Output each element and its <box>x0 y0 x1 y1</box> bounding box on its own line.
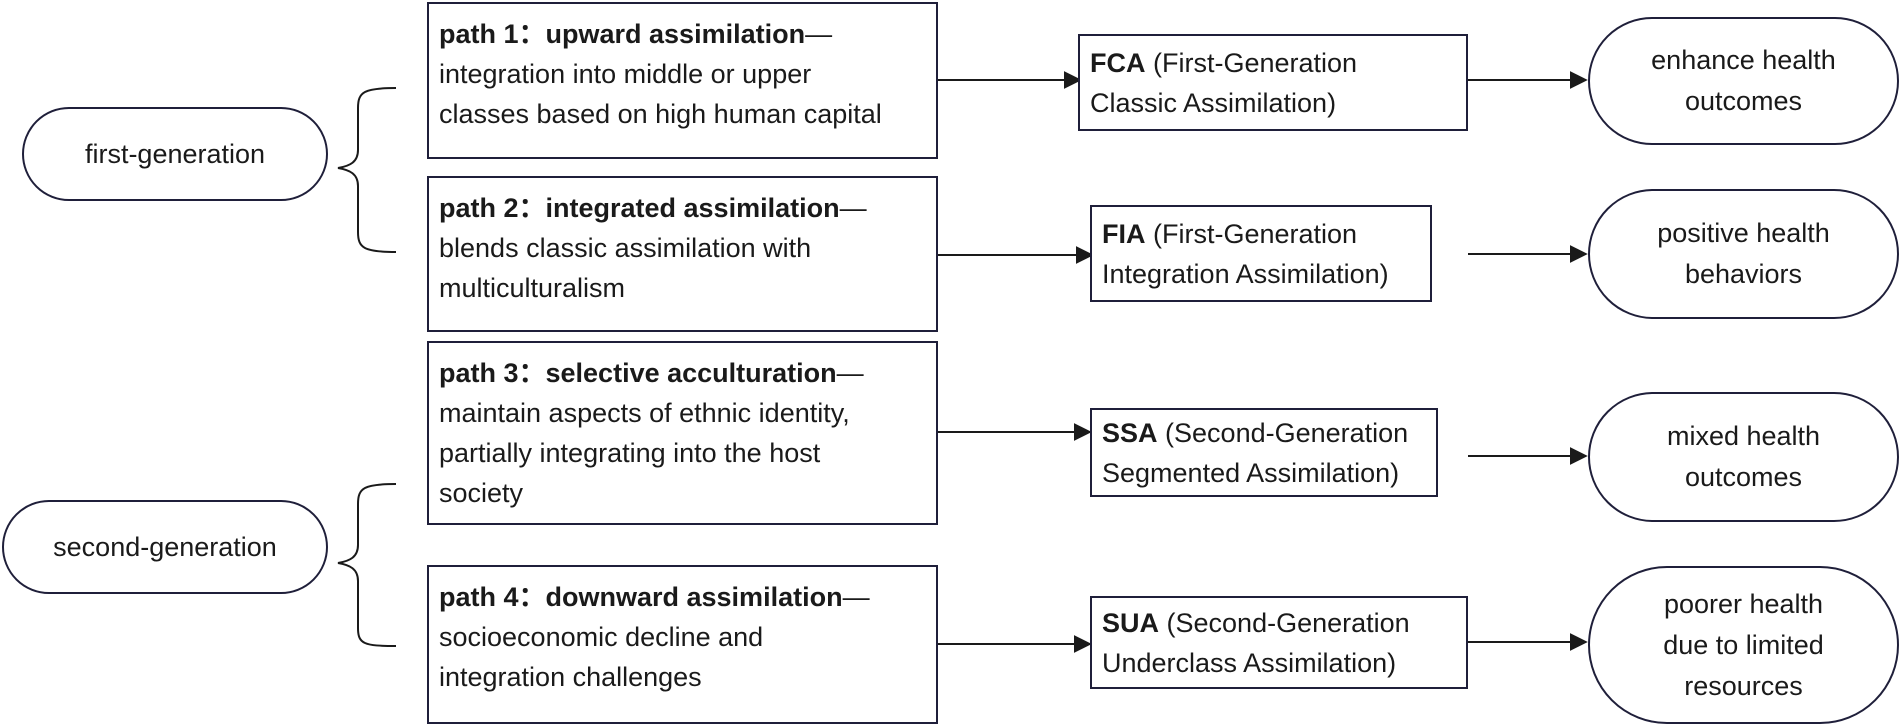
model-sua-abbr: SUA <box>1102 607 1160 638</box>
first-generation-node: first-generation <box>22 107 328 201</box>
model-sua-line-1: (Second-Generation <box>1159 607 1410 638</box>
outcome-ssa-line-2: outcomes <box>1684 462 1803 492</box>
model-fia-line-2: Integration Assimilation) <box>1102 258 1389 289</box>
outcome-fia-line-2: behaviors <box>1684 259 1803 289</box>
path-2-heading: path 2：integrated assimilation <box>439 193 840 223</box>
model-ssa-box: SSA (Second-Generation Segmented Assimil… <box>1090 408 1438 497</box>
model-ssa-line-2: Segmented Assimilation) <box>1102 457 1400 488</box>
model-fca-abbr: FCA <box>1090 47 1146 78</box>
path-4-line-1: socioeconomic decline and <box>439 622 764 652</box>
path-3-line-2: partially integrating into the host <box>439 438 821 468</box>
path-4-line-2: integration challenges <box>439 662 702 692</box>
path-1-line-2: classes based on high human capital <box>439 99 882 129</box>
outcome-sua-node: poorer health due to limited resources <box>1588 566 1899 724</box>
model-ssa-line-1: (Second-Generation <box>1157 417 1409 448</box>
path-1-dash: — <box>805 19 833 49</box>
path-3-heading: path 3：selective acculturation <box>439 358 837 388</box>
path-1-box: path 1：upward assimilation— integration … <box>427 2 938 159</box>
path-2-dash: — <box>839 193 867 223</box>
second-generation-label: second-generation <box>53 531 277 562</box>
model-sua-box: SUA (Second-Generation Underclass Assimi… <box>1090 596 1468 689</box>
outcome-fca-line-1: enhance health <box>1651 45 1836 75</box>
outcome-fca-line-2: outcomes <box>1684 86 1803 116</box>
model-ssa-abbr: SSA <box>1102 417 1158 448</box>
model-fca-box: FCA (First-Generation Classic Assimilati… <box>1078 34 1468 131</box>
second-generation-node: second-generation <box>2 500 328 594</box>
path-3-box: path 3：selective acculturation— maintain… <box>427 341 938 525</box>
model-fia-box: FIA (First-Generation Integration Assimi… <box>1090 205 1432 302</box>
outcome-sua-line-2: due to limited <box>1663 629 1824 660</box>
model-sua-line-2: Underclass Assimilation) <box>1102 647 1397 678</box>
model-fca-line-1: (First-Generation <box>1145 47 1358 78</box>
path-3-line-1: maintain aspects of ethnic identity, <box>439 398 850 428</box>
path-2-box: path 2：integrated assimilation— blends c… <box>427 176 938 332</box>
brace-second-generation <box>337 483 397 647</box>
path-3-line-3: society <box>439 478 524 508</box>
outcome-fia-line-1: positive health <box>1657 218 1830 248</box>
outcome-ssa-line-1: mixed health <box>1666 421 1821 451</box>
path-2-line-2: multiculturalism <box>439 273 626 303</box>
first-generation-label: first-generation <box>84 138 266 169</box>
brace-first-generation <box>337 87 397 253</box>
outcome-ssa-node: mixed health outcomes <box>1588 392 1899 522</box>
path-1-heading: path 1：upward assimilation <box>439 19 806 49</box>
model-fia-abbr: FIA <box>1102 218 1146 249</box>
path-3-dash: — <box>836 358 864 388</box>
outcome-sua-line-3: resources <box>1684 670 1803 701</box>
outcome-fca-node: enhance health outcomes <box>1588 17 1899 145</box>
path-4-heading: path 4：downward assimilation <box>439 582 843 612</box>
path-1-line-1: integration into middle or upper <box>439 59 812 89</box>
model-fia-line-1: (First-Generation <box>1145 218 1358 249</box>
outcome-sua-line-1: poorer health <box>1663 588 1824 619</box>
model-fca-line-2: Classic Assimilation) <box>1090 87 1337 118</box>
path-4-box: path 4：downward assimilation— socioecono… <box>427 565 938 724</box>
outcome-fia-node: positive health behaviors <box>1588 189 1899 319</box>
path-4-dash: — <box>842 582 870 612</box>
path-2-line-1: blends classic assimilation with <box>439 233 812 263</box>
